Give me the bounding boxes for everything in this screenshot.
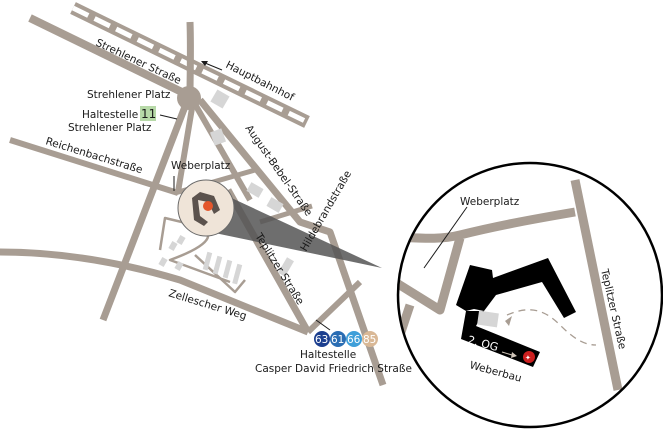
bus-line-badges: 63 61 66 85: [314, 331, 378, 347]
detail-walk-arrow-icon: [505, 316, 512, 326]
road-hildebrand-lower: [305, 279, 363, 335]
road-reichenbachstrasse: [9, 137, 179, 196]
road-se-1-from-platz: [193, 104, 253, 202]
detail-road-teplitzer: [570, 179, 623, 391]
road-sw-from-platz: [99, 102, 190, 322]
label-tram-stop: Haltestelle: [82, 109, 138, 121]
label-weberplatz: Weberplatz: [171, 160, 231, 172]
detail-floor-arrow-icon: [501, 351, 513, 356]
label-tram-stop-name: Strehlener Platz: [68, 122, 152, 134]
bus-line-badge-66[interactable]: [346, 331, 362, 347]
target-building-glyph: ✦: [525, 354, 531, 362]
bus-line-63[interactable]: 63: [315, 334, 328, 346]
label-strehlener-platz: Strehlener Platz: [87, 89, 171, 101]
bus-line-66[interactable]: 66: [347, 334, 361, 346]
label-bus-stop: Haltestelle: [300, 349, 356, 361]
detail-walk-path: [506, 309, 597, 346]
bus-line-61[interactable]: 61: [331, 334, 344, 346]
bus-line-85[interactable]: 85: [363, 334, 376, 346]
target-marker-small: [203, 201, 213, 211]
zoom-source-building: [192, 192, 220, 226]
tram-line-badge-11[interactable]: [140, 106, 156, 121]
detail-leader-weberplatz: [423, 206, 468, 269]
detail-label-weberplatz: Weberplatz: [460, 196, 520, 208]
detail-circle-bg: [398, 163, 662, 427]
tram-line-11[interactable]: 11: [141, 107, 156, 121]
road-august-bebel: [197, 97, 387, 387]
leader-line-bus: [315, 319, 331, 331]
zoom-projection-cone: [210, 188, 382, 268]
leader-line-tram: [159, 114, 178, 120]
road-strehlener-strasse: [28, 14, 190, 99]
detail-zoom: 2. OG ✦ Weberplatz Teplitzer Straße Webe…: [396, 161, 663, 429]
bus-line-badge-61[interactable]: [330, 331, 346, 347]
detail-building-wing: [461, 311, 540, 367]
target-building-icon: [523, 351, 535, 363]
detail-road-weberplatz: [398, 207, 576, 243]
road-s-from-platz: [175, 107, 195, 193]
detail-building-main: [456, 258, 576, 318]
bus-line-badge-63[interactable]: [314, 331, 330, 347]
detail-circle-border: [396, 161, 663, 429]
bus-line-badge-85[interactable]: [362, 331, 378, 347]
buildings: [158, 89, 294, 285]
detail-entrance-area: [477, 310, 499, 328]
road-zellescher-weg: [0, 248, 310, 336]
detail-road-left: [398, 236, 465, 315]
label-bus-stop-name: Casper David Friedrich Straße: [255, 363, 412, 375]
hauptbahnhof-arrow-icon: [201, 61, 223, 71]
